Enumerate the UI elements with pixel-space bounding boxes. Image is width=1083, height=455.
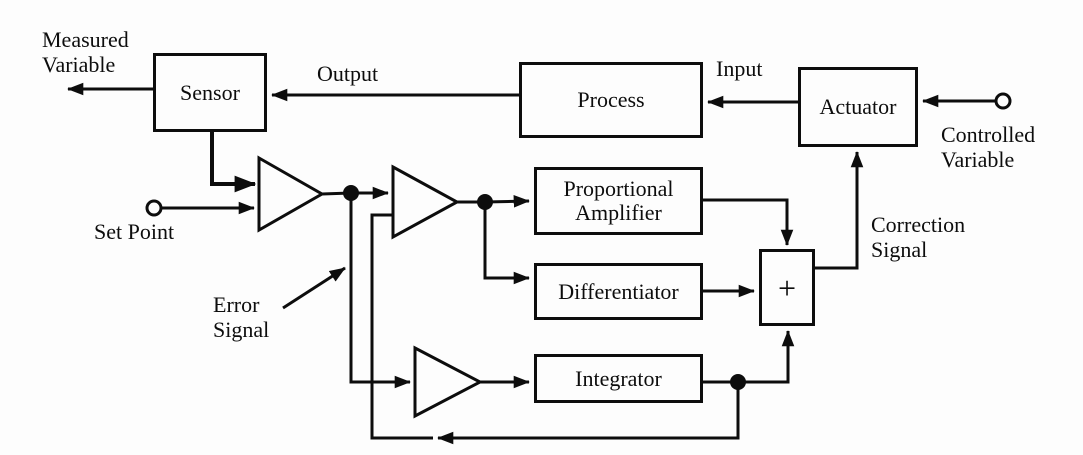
process-block: Process — [519, 62, 703, 138]
proportional-output-wire — [703, 198, 794, 246]
measured-variable-label: Measured Variable — [42, 27, 129, 77]
controlled-variable-label: Controlled Variable — [941, 122, 1036, 172]
error-signal-label: Error Signal — [213, 292, 270, 342]
actuator-block: Actuator — [798, 67, 918, 147]
proportional-label-line2: Amplifier — [575, 200, 662, 225]
correction-signal-label: Correction Signal — [871, 212, 966, 262]
sensor-block: Sensor — [153, 53, 267, 132]
pd-amplifier-symbol — [391, 164, 461, 240]
sensor-label: Sensor — [180, 79, 240, 105]
integrator-junction-dot — [730, 374, 746, 390]
pd-junction-dot — [477, 194, 493, 210]
output-label: Output — [317, 61, 379, 86]
controlled-variable-terminal — [994, 92, 1012, 110]
correction-signal-wire — [815, 151, 864, 270]
integrator-label: Integrator — [575, 365, 662, 391]
integrator-to-summer-wire — [738, 330, 795, 384]
error-junction-dot — [343, 185, 359, 201]
integrator-amplifier-symbol — [413, 345, 484, 419]
input-label: Input — [716, 56, 763, 81]
set-point-label: Set Point — [94, 219, 175, 244]
actuator-label: Actuator — [819, 94, 897, 119]
summing-junction-block: + — [759, 249, 815, 326]
integrator-block: Integrator — [534, 354, 703, 403]
process-label: Process — [577, 87, 645, 112]
set-point-terminal — [145, 199, 163, 217]
to-differentiator-wire — [483, 202, 530, 285]
error-signal-leader-arrow — [282, 266, 346, 310]
differentiator-block: Differentiator — [534, 263, 703, 320]
proportional-label-line1: Proportional — [563, 176, 674, 201]
error-to-amp3-wire — [349, 193, 411, 389]
comparator-amplifier-symbol — [257, 155, 326, 233]
sensor-feedback-wire — [210, 131, 257, 193]
feedback-wire-left — [370, 213, 433, 440]
feedback-wire-right — [437, 382, 740, 445]
summing-plus-sign: + — [777, 269, 797, 306]
proportional-amplifier-block: Proportional Amplifier — [534, 167, 703, 235]
differentiator-label: Differentiator — [558, 278, 679, 304]
